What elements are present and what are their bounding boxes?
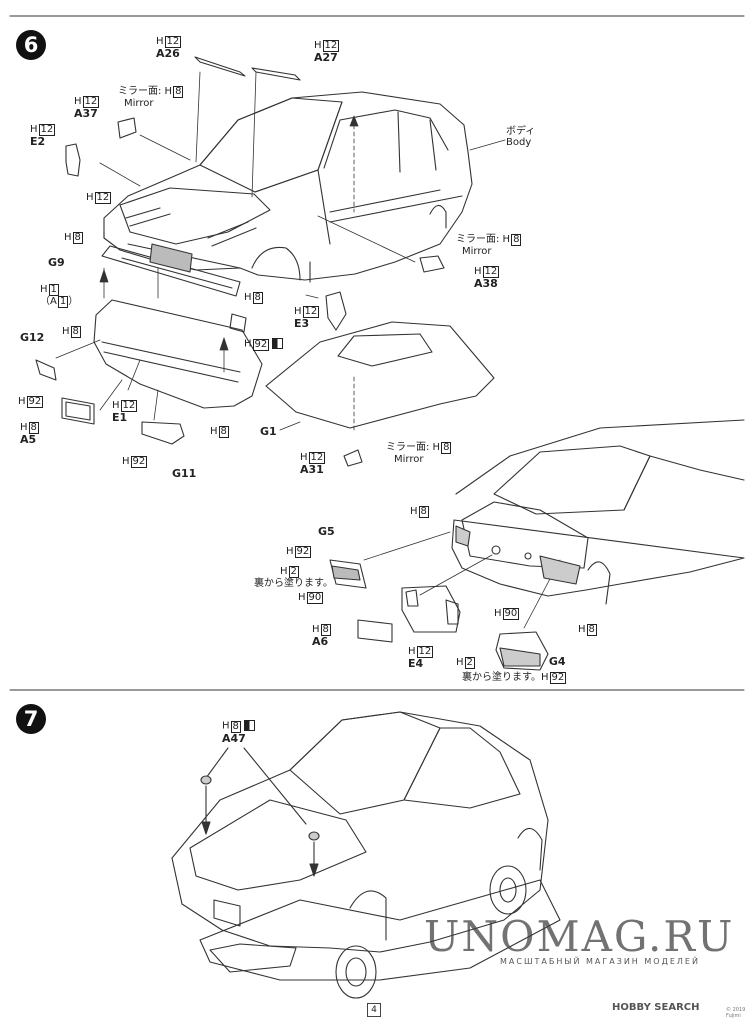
part-e4: [401, 585, 461, 633]
step-7-marker: 7: [16, 704, 46, 734]
part-a26: [194, 56, 246, 77]
hobby-search-logo: HOBBY SEARCH: [612, 1002, 700, 1013]
parts-drawings: [35, 56, 495, 467]
leader-lines: [55, 71, 561, 629]
part-e3: [325, 291, 347, 331]
page-number: 4: [367, 1003, 381, 1017]
part-g1-window: [265, 321, 495, 429]
copyright: © 2019 Fujimi: [726, 1007, 746, 1019]
watermark-subtitle: МАСШТАБНЫЙ МАГАЗИН МОДЕЛЕЙ: [500, 957, 700, 966]
watermark-title: UNOMAG.RU: [424, 912, 735, 961]
mixed-paint-icon: [272, 338, 284, 349]
part-g9: [101, 245, 241, 297]
g1-label: G1: [260, 425, 277, 438]
g9-label: G9: [48, 256, 65, 269]
part-a5: [61, 397, 95, 425]
car-body-drawing: [103, 91, 473, 283]
part-h92: [229, 313, 247, 333]
part-g12: [35, 359, 57, 381]
rear-parts: [329, 559, 549, 671]
part-h1-bumper: [93, 299, 263, 409]
back-paint-g5: 裏から塗ります。: [254, 578, 333, 589]
part-g4: [495, 631, 549, 671]
part-a27: [251, 67, 301, 81]
step7-car-drawing: [171, 711, 561, 999]
part-a38: [419, 255, 445, 273]
grille-insert: [149, 243, 193, 273]
part-e2: [65, 143, 81, 177]
step-6-marker: 6: [16, 30, 46, 60]
mixed-paint-icon: [244, 720, 256, 731]
part-a37: [117, 117, 137, 139]
part-a6: [357, 619, 393, 643]
g12-label: G12: [20, 331, 45, 344]
g5-label: G5: [318, 525, 335, 538]
rear-car-drawing: [451, 419, 745, 605]
part-g11: [141, 421, 185, 445]
part-a31: [343, 449, 363, 467]
